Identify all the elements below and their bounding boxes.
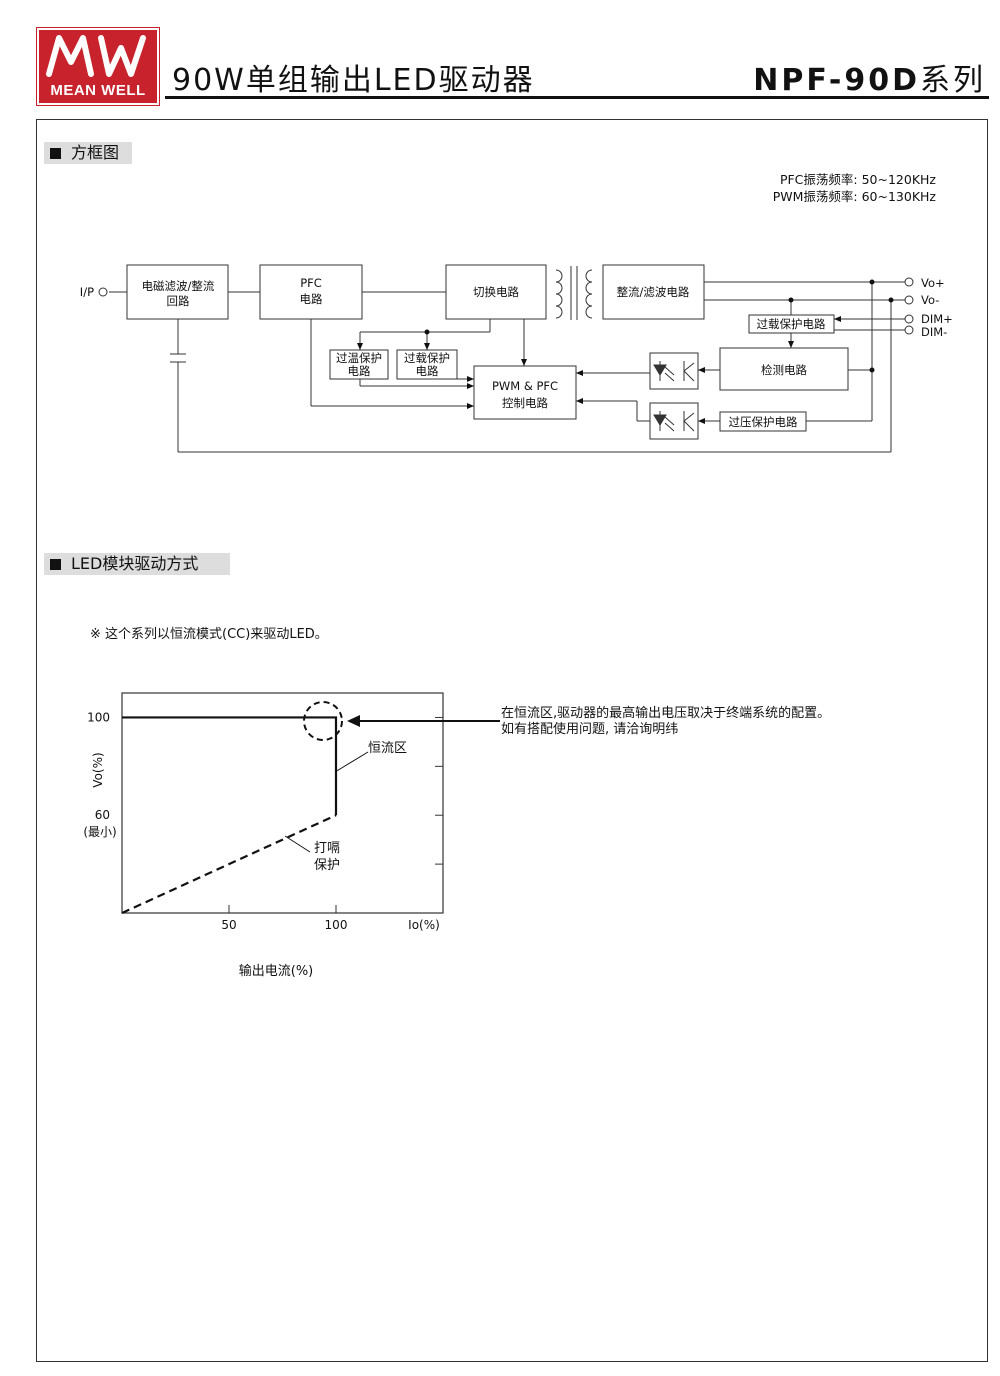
emi-label-2: 回路 [167,294,190,308]
cc-region-callout: 在恒流区,驱动器的最高输出电压取决于终端系统的配置。 如有搭配使用问题, 请洽询… [501,706,830,738]
block-ovp [719,411,807,432]
ovp-label: 过压保护电路 [729,415,798,429]
x-tick-label: 100 [325,918,348,932]
section-label: 方框图 [71,143,120,162]
cc-mode-note: ※ 这个系列以恒流模式(CC)来驱动LED。 [90,627,328,642]
logo-brand-text: MEAN WELL [50,82,146,99]
olp-label-2: 电路 [416,364,439,378]
pwm-label-2: 控制电路 [502,396,548,410]
cc-series-line [122,716,338,816]
transformer-primary [555,269,563,319]
block-diagram: I/P 电磁滤波/整流 回路 PFC 电路 切换电路 整流/滤波电路 过载保护电… [80,264,953,453]
block-detection [719,347,849,391]
frequency-notes: PFC振荡频率: 50~120KHz PWM振荡频率: 60~130KHz [773,171,936,205]
output-dim-plus: DIM+ [921,312,953,326]
cc-region-marker [303,701,343,741]
detect-label: 检测电路 [761,363,807,377]
callout-arrow-head [347,715,360,727]
output-vo-plus: Vo+ [921,276,945,290]
input-label: I/P [80,285,94,299]
square-bullet-icon [50,559,61,570]
block-emi-filter [126,264,229,320]
mean-well-logo: MEAN WELL [37,28,159,105]
y-tick-label: 100 [87,710,110,724]
rectifier-label: 整流/滤波电路 [617,285,690,299]
optocoupler-icon [653,361,695,382]
header-rule [165,96,989,99]
annotation-hiccup-2: 保护 [314,858,340,873]
block-olp [396,349,458,380]
annotation-hiccup-1: 打嗝 [314,841,340,856]
page-header: MEAN WELL 90W单组输出LED驱动器 NPF-90D系列 [0,0,1000,110]
series-title: NPF-90D系列 [753,55,986,99]
x-axis-label: 输出电流(%) [239,963,314,979]
y-tick-note: (最小) [83,825,116,839]
block-switching [445,264,547,320]
pfc-frequency: PFC振荡频率: 50~120KHz [779,172,936,187]
y-tick-label: 60 [95,808,110,822]
x-tick-label: 50 [221,918,236,932]
pwm-frequency: PWM振荡频率: 60~130KHz [772,189,936,204]
output-dim-minus: DIM- [921,325,947,339]
block-output-overload [748,314,835,334]
page-title: 90W单组输出LED驱动器 [172,63,535,98]
annotation-cc: 恒流区 [368,741,407,756]
pwm-label-1: PWM & PFC [492,379,558,393]
callout-line-2: 如有搭配使用问题, 请洽询明纬 [501,722,679,737]
olp-label-1: 过载保护 [404,351,450,365]
emi-label-1: 电磁滤波/整流 [142,279,215,293]
y-axis-label: Vo(%) [91,752,105,787]
callout-line-1: 在恒流区,驱动器的最高输出电压取决于终端系统的配置。 [501,706,831,721]
hiccup-leader-line [284,835,311,853]
cc-leader-line [334,751,369,773]
series-suffix: 系列 [920,63,986,98]
square-bullet-icon [50,148,61,159]
output-overload-label: 过载保护电路 [757,317,826,331]
vi-curve-chart: 50 100 100 60 恒流区 打嗝 保护 Vo(%) 输出电流(%) Io(%)… [83,692,500,979]
pfc-label-1: PFC [300,276,322,290]
section-led-drive: LED模块驱动方式 [44,553,230,575]
series-model: NPF-90D [753,63,920,98]
chart-frame [121,692,444,914]
transformer-secondary [585,269,593,319]
switch-label: 切换电路 [473,285,519,299]
section-block-diagram: 方框图 [44,142,132,164]
pfc-label-2: 电路 [300,292,323,306]
optocoupler-icon [653,411,695,432]
block-otp [329,349,389,380]
otp-label-2: 电路 [348,364,371,378]
hiccup-series-line [121,814,337,915]
otp-label-1: 过温保护 [336,351,382,365]
block-rectifier [602,264,705,320]
content-frame [36,119,988,1362]
block-pfc [259,264,363,320]
mw-logo-mark [46,35,146,77]
x-axis-end-label: Io(%) [408,918,440,932]
section-label: LED模块驱动方式 [71,554,199,573]
block-pwm-pfc [473,365,577,420]
output-vo-minus: Vo- [921,293,939,307]
